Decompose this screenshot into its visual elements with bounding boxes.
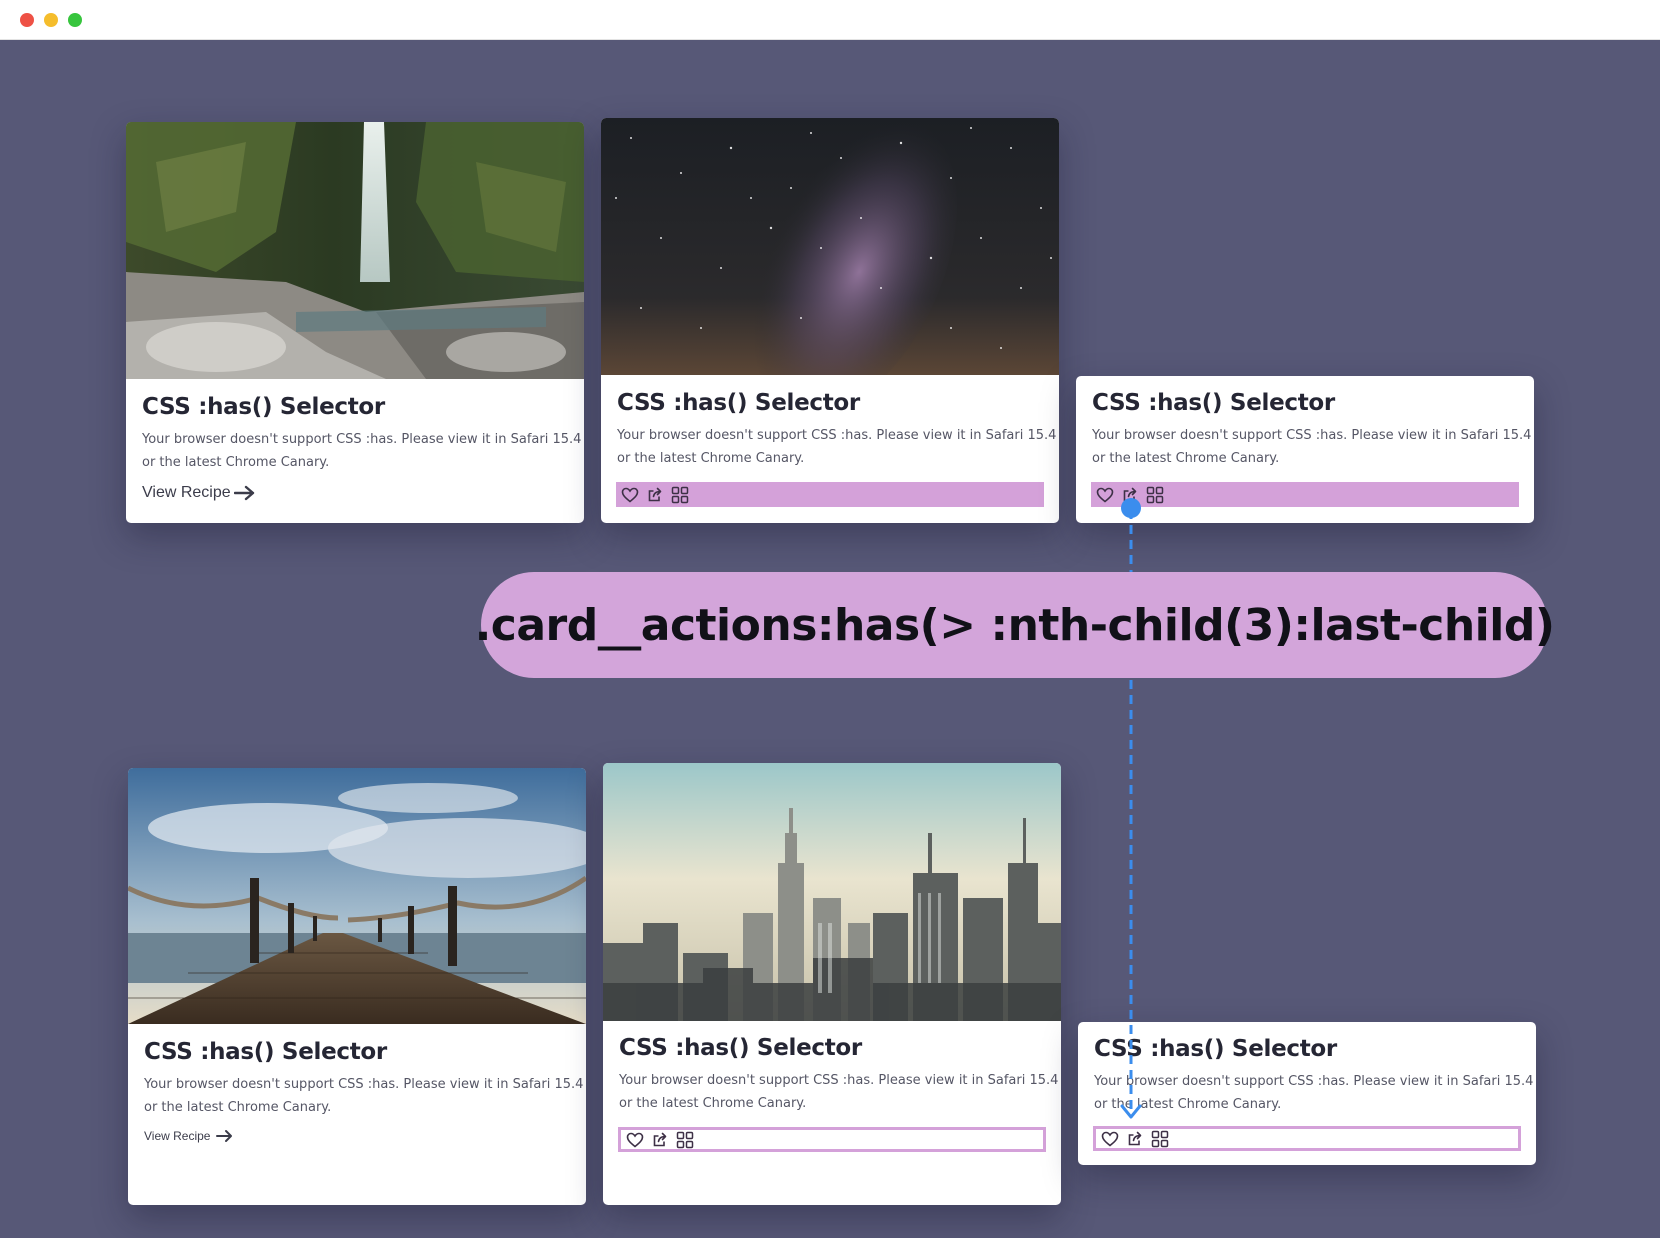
recipe-card: CSS :has() Selector Your browser doesn't…: [601, 118, 1059, 523]
minimize-window-button[interactable]: [44, 13, 58, 27]
card-description-line: Your browser doesn't support CSS :has. P…: [142, 432, 582, 447]
card-actions: [618, 1127, 1046, 1152]
card-description-line: Your browser doesn't support CSS :has. P…: [1094, 1074, 1534, 1089]
card-description-line: Your browser doesn't support CSS :has. P…: [144, 1077, 584, 1092]
share-icon[interactable]: [649, 1130, 671, 1150]
recipe-card: CSS :has() Selector Your browser doesn't…: [128, 768, 586, 1205]
card-actions: [1093, 1126, 1521, 1151]
share-icon[interactable]: [1119, 485, 1141, 505]
view-recipe-label: View Recipe: [142, 484, 231, 501]
heart-icon[interactable]: [1099, 1129, 1121, 1149]
card-description-line: or the latest Chrome Canary.: [1094, 1097, 1282, 1112]
grid-icon[interactable]: [1144, 485, 1166, 505]
card-description: Your browser doesn't support CSS :has. P…: [1094, 1070, 1534, 1116]
card-description-line: or the latest Chrome Canary.: [1092, 451, 1280, 466]
card-description-line: Your browser doesn't support CSS :has. P…: [617, 428, 1057, 443]
zoom-window-button[interactable]: [68, 13, 82, 27]
card-description: Your browser doesn't support CSS :has. P…: [617, 424, 1057, 470]
card-description: Your browser doesn't support CSS :has. P…: [1092, 424, 1532, 470]
selector-label-pill: .card__actions:has(> :nth-child(3):last-…: [475, 572, 1555, 678]
grid-icon[interactable]: [1149, 1129, 1171, 1149]
view-recipe-link[interactable]: View Recipe: [142, 484, 568, 502]
close-window-button[interactable]: [20, 13, 34, 27]
selector-label: .card__actions:has(> :nth-child(3):last-…: [474, 599, 1555, 651]
card-description-line: or the latest Chrome Canary.: [617, 451, 805, 466]
card-title: CSS :has() Selector: [142, 394, 385, 420]
heart-icon[interactable]: [619, 485, 641, 505]
grid-icon[interactable]: [674, 1130, 696, 1150]
card-title: CSS :has() Selector: [619, 1035, 862, 1061]
share-icon[interactable]: [1124, 1129, 1146, 1149]
card-actions: [616, 482, 1044, 507]
card-title: CSS :has() Selector: [1094, 1036, 1337, 1062]
card-title: CSS :has() Selector: [144, 1039, 387, 1065]
arrow-right-icon: [216, 1130, 233, 1142]
view-recipe-link[interactable]: View Recipe: [144, 1129, 570, 1143]
heart-icon[interactable]: [624, 1130, 646, 1150]
milky-way-photo: [601, 118, 1059, 375]
card-description-line: or the latest Chrome Canary.: [619, 1096, 807, 1111]
card-description: Your browser doesn't support CSS :has. P…: [144, 1073, 584, 1119]
view-recipe-label: View Recipe: [144, 1129, 211, 1143]
window-titlebar: [0, 0, 1660, 40]
card-description-line: Your browser doesn't support CSS :has. P…: [1092, 428, 1532, 443]
card-title: CSS :has() Selector: [617, 390, 860, 416]
card-description-line: or the latest Chrome Canary.: [144, 1100, 332, 1115]
demo-canvas: CSS :has() Selector Your browser doesn't…: [0, 40, 1660, 1238]
arrow-right-icon: [233, 485, 254, 501]
grid-icon[interactable]: [669, 485, 691, 505]
recipe-card: CSS :has() Selector Your browser doesn't…: [126, 122, 584, 523]
heart-icon[interactable]: [1094, 485, 1116, 505]
recipe-card: CSS :has() Selector Your browser doesn't…: [1076, 376, 1534, 523]
recipe-card: CSS :has() Selector Your browser doesn't…: [1078, 1022, 1536, 1165]
card-actions: [1091, 482, 1519, 507]
card-description-line: or the latest Chrome Canary.: [142, 455, 330, 470]
card-description: Your browser doesn't support CSS :has. P…: [142, 428, 582, 474]
card-title: CSS :has() Selector: [1092, 390, 1335, 416]
recipe-card: CSS :has() Selector Your browser doesn't…: [603, 763, 1061, 1205]
card-description: Your browser doesn't support CSS :has. P…: [619, 1069, 1059, 1115]
waterfall-photo: [126, 122, 584, 379]
card-description-line: Your browser doesn't support CSS :has. P…: [619, 1073, 1059, 1088]
city-skyline-photo: [603, 763, 1061, 1021]
pier-photo: [128, 768, 586, 1024]
share-icon[interactable]: [644, 485, 666, 505]
